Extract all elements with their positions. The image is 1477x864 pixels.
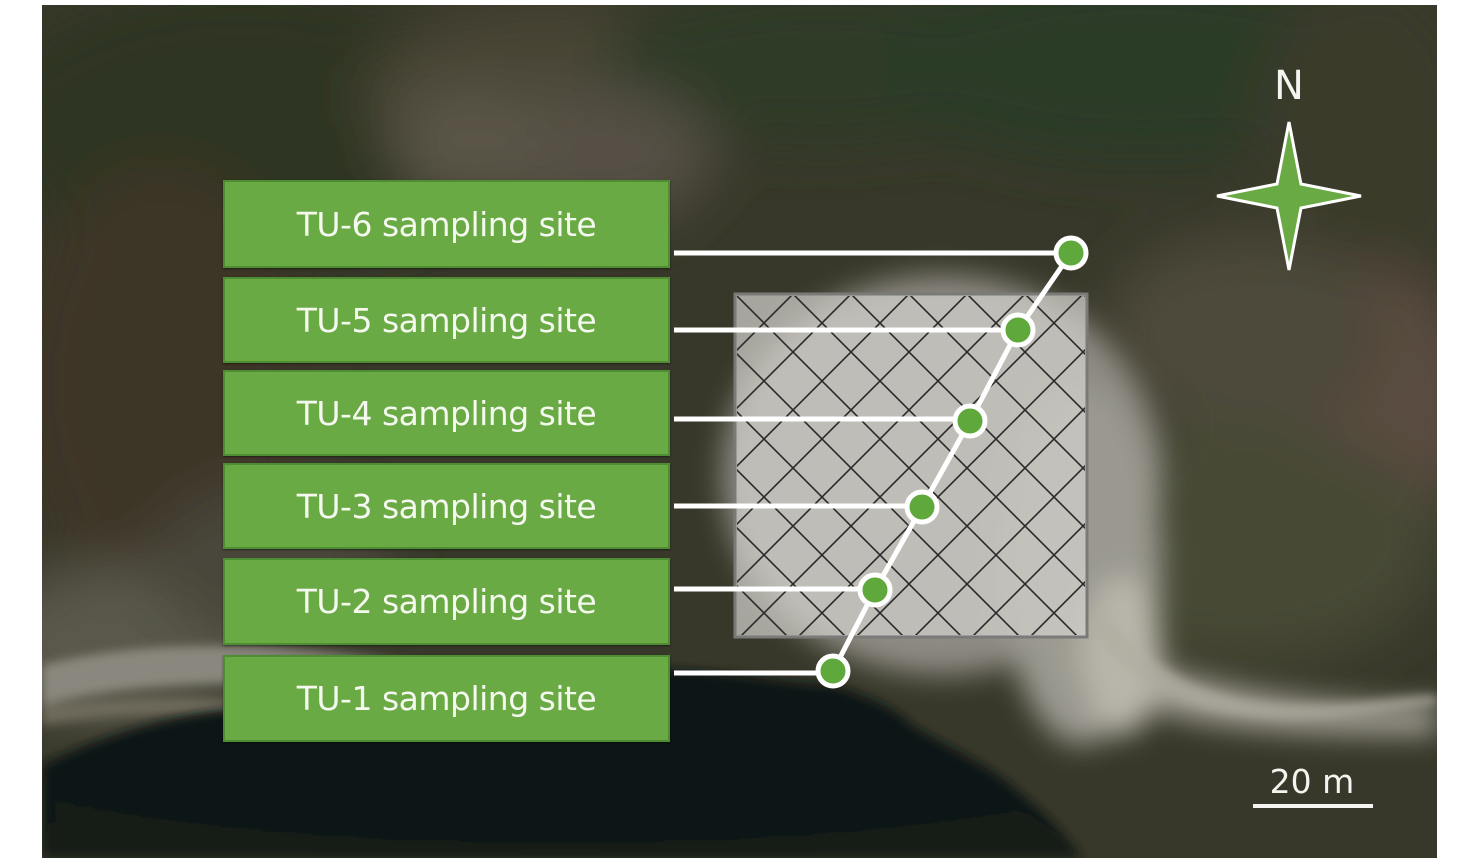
site-label-tu-2[interactable]: TU-2 sampling site <box>223 558 670 645</box>
scale-bar <box>1253 804 1373 808</box>
marker-icon-tu-4[interactable] <box>952 403 988 439</box>
marker-icon-tu-5[interactable] <box>1000 312 1036 348</box>
site-label-tu-4[interactable]: TU-4 sampling site <box>223 370 670 456</box>
site-label-tu-6[interactable]: TU-6 sampling site <box>223 180 670 268</box>
site-label-text: TU-5 sampling site <box>296 300 597 340</box>
marker-icon-tu-3[interactable] <box>904 489 940 525</box>
site-label-tu-3[interactable]: TU-3 sampling site <box>223 463 670 549</box>
site-label-text: TU-6 sampling site <box>296 204 597 244</box>
marker-icon-tu-2[interactable] <box>857 572 893 608</box>
site-label-text: TU-3 sampling site <box>296 486 597 526</box>
site-label-text: TU-2 sampling site <box>296 582 597 621</box>
scale-label: 20 m <box>1269 762 1355 801</box>
marker-icon-tu-6[interactable] <box>1053 235 1089 271</box>
leader-lines <box>674 250 1071 676</box>
study-area-crosshatch <box>733 292 1089 639</box>
site-label-text: TU-1 sampling site <box>296 679 597 718</box>
site-label-text: TU-4 sampling site <box>296 393 597 433</box>
site-markers <box>815 235 1089 689</box>
site-label-tu-1[interactable]: TU-1 sampling site <box>223 655 670 742</box>
compass-star-icon <box>1216 121 1362 271</box>
marker-icon-tu-1[interactable] <box>815 653 851 689</box>
north-label: N <box>1274 63 1304 109</box>
site-label-tu-5[interactable]: TU-5 sampling site <box>223 277 670 363</box>
